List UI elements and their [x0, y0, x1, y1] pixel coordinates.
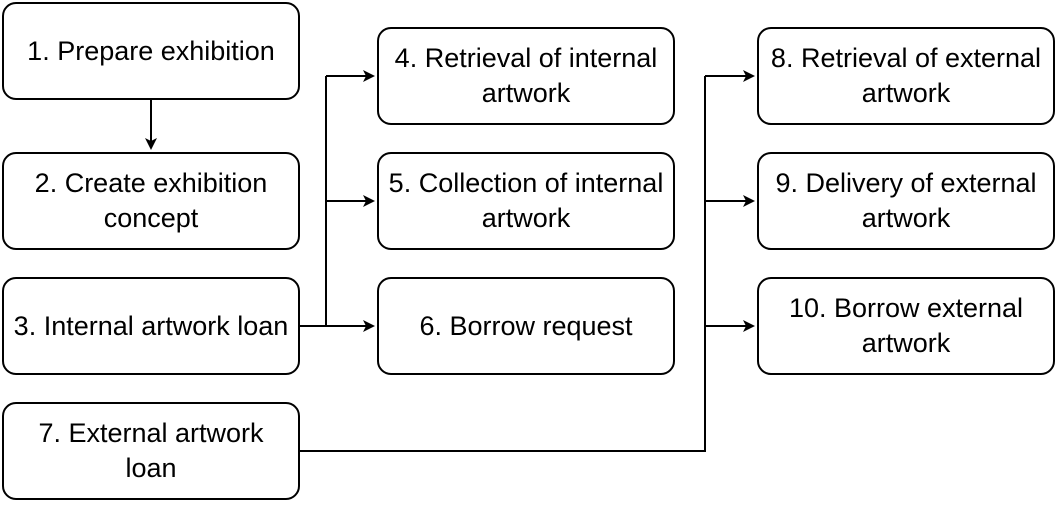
node-delivery-external-artwork: 9. Delivery of external artwork	[757, 152, 1055, 250]
edge-external-loan-trunk	[300, 76, 706, 452]
node-label: 5. Collection of internal artwork	[388, 168, 664, 233]
node-internal-artwork-loan: 3. Internal artwork loan	[2, 277, 300, 375]
edge-internal-loan-trunk	[300, 76, 327, 327]
node-label: 3. Internal artwork loan	[13, 310, 289, 341]
node-label: 4. Retrieval of internal artwork	[394, 43, 658, 108]
node-collection-internal-artwork: 5. Collection of internal artwork	[377, 152, 675, 250]
node-prepare-exhibition: 1. Prepare exhibition	[2, 2, 300, 100]
node-label: 2. Create exhibition concept	[34, 168, 268, 233]
node-label: 1. Prepare exhibition	[27, 35, 275, 66]
node-label: 9. Delivery of external artwork	[775, 168, 1037, 233]
node-borrow-request: 6. Borrow request	[377, 277, 675, 375]
node-borrow-external-artwork: 10. Borrow external artwork	[757, 277, 1055, 375]
node-external-artwork-loan: 7. External artwork loan	[2, 402, 300, 500]
node-create-exhibition-concept: 2. Create exhibition concept	[2, 152, 300, 250]
node-label: 7. External artwork loan	[38, 418, 264, 483]
node-label: 10. Borrow external artwork	[788, 293, 1024, 358]
node-label: 6. Borrow request	[419, 310, 633, 341]
node-label: 8. Retrieval of external artwork	[770, 43, 1042, 108]
node-retrieval-internal-artwork: 4. Retrieval of internal artwork	[377, 27, 675, 125]
node-retrieval-external-artwork: 8. Retrieval of external artwork	[757, 27, 1055, 125]
